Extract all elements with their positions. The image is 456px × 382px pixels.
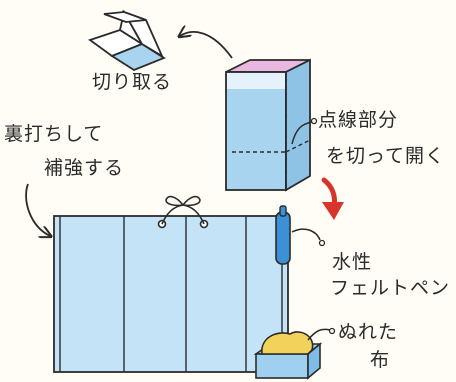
arrow-to-sheet: [25, 183, 50, 236]
label-cut-off: 切り取る: [92, 71, 173, 93]
leader-wet-cloth: [307, 328, 331, 341]
label-dotted-line-part: 点線部分: [318, 109, 399, 131]
string-bow: [157, 195, 209, 229]
label-backing-line2: 補強する: [44, 157, 125, 179]
label-water-based: 水性: [332, 251, 373, 273]
leader-dotted-line: [291, 121, 313, 145]
leader-felt-pen: [291, 228, 321, 241]
label-wet: ぬれた: [338, 321, 399, 343]
wet-cloth-tray: [253, 331, 323, 380]
label-backing-line1: 裏打ちして: [4, 123, 104, 145]
arrow-to-cut-piece: [180, 32, 233, 59]
label-cloth: 布: [370, 349, 391, 371]
felt-pen: [275, 205, 291, 265]
label-felt-pen: フェルトペン: [330, 277, 451, 299]
cut-carton-top-piece: [88, 9, 166, 72]
label-cut-and-open: を切って開く: [326, 145, 446, 167]
opened-carton-sheet: [53, 215, 289, 373]
milk-carton: [225, 58, 311, 192]
red-down-arrow: [321, 177, 344, 220]
